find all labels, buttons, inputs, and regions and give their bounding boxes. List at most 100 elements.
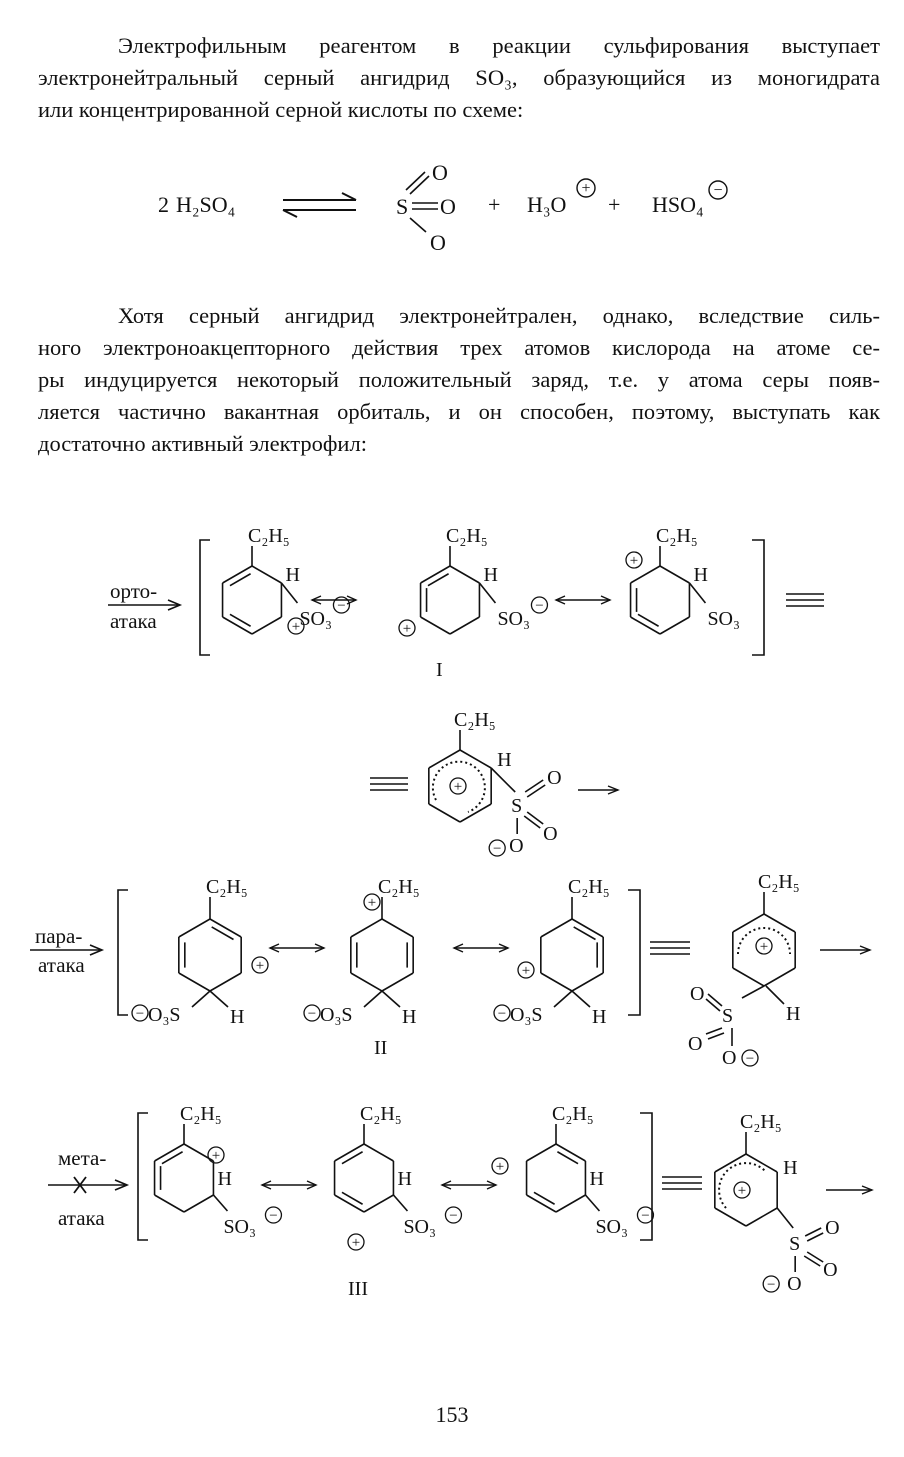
sulfonate-group: SO₃	[595, 1216, 628, 1238]
sulfuric-acid-equation: 2 H₂SO₄ S O O O + H₃O + + HSO₄ −	[158, 160, 728, 255]
ring-bond	[334, 1143, 365, 1162]
ethyl-group: C₂H₅	[740, 1111, 782, 1133]
hydrogen-atom: H	[217, 1168, 231, 1190]
hydrogen-atom: H	[786, 1003, 800, 1025]
ethyl-group: C₂H₅	[378, 876, 420, 898]
c-s-bond	[490, 767, 516, 793]
arrow-head-icon	[260, 1180, 272, 1190]
plus-charge: +	[403, 621, 411, 637]
meta-attack-label: мета-	[58, 1146, 106, 1170]
minus-charge: −	[641, 1208, 649, 1224]
negative-charge-icon	[493, 1004, 511, 1022]
ring-bond	[732, 967, 765, 987]
ring-bond	[363, 1194, 394, 1213]
c-h-bond	[571, 990, 591, 1008]
ring-bond	[420, 565, 451, 584]
ethyl-group: C₂H₅	[454, 709, 496, 731]
cross-mark-icon	[73, 1176, 87, 1194]
ring-bond	[154, 1143, 185, 1162]
ring-bond	[381, 972, 414, 992]
paragraph-line: ляется частично вакантная орбиталь, и он…	[38, 399, 880, 424]
ethyl-group: C₂H₅	[206, 876, 248, 898]
positive-charge-icon	[449, 777, 467, 795]
hydrogen-atom: H	[497, 749, 511, 771]
c-s-bond	[776, 1207, 794, 1229]
hydrogen-atom: H	[402, 1006, 416, 1028]
c-s-bond	[392, 1194, 409, 1212]
hydrogen-atom: H	[589, 1168, 603, 1190]
c-s-bond	[478, 582, 497, 604]
ring-bond	[428, 803, 461, 823]
minus-charge: −	[493, 841, 501, 857]
double-bond	[557, 1151, 579, 1165]
ring-bond	[526, 1194, 557, 1213]
hydrogen-atom: H	[397, 1168, 411, 1190]
ring-bond	[363, 1143, 394, 1162]
ring-bond	[178, 918, 211, 938]
arrow-head-icon	[89, 944, 105, 956]
roman-numeral-label: III	[348, 1278, 368, 1300]
s-o-double-bond	[524, 779, 544, 793]
sulfonate-group: O₃S	[320, 1004, 353, 1026]
hydrogen-atom: H	[693, 564, 707, 586]
c-s-bond	[280, 582, 299, 604]
ring-bond	[659, 565, 690, 584]
page-number: 153	[435, 1402, 469, 1427]
double-bond	[161, 1151, 183, 1165]
double-bond	[341, 1151, 363, 1165]
plus-charge: +	[352, 1235, 360, 1251]
s-o-double-bond	[705, 998, 721, 1012]
ring-bond	[630, 616, 661, 635]
sulfur-atom: S	[511, 795, 522, 817]
paragraph-electrophile: Хотя серный ангидрид электронейтрален, о…	[38, 300, 880, 460]
s-o-double-bond	[707, 1032, 725, 1040]
minus-charge: −	[337, 598, 345, 614]
ring-bond	[659, 616, 690, 635]
ring-bond	[183, 1194, 214, 1213]
double-bond	[229, 613, 251, 627]
positive-charge-icon	[363, 893, 381, 911]
ring-bond	[209, 918, 242, 938]
ring-bond	[251, 565, 282, 584]
minus-charge: −	[269, 1208, 277, 1224]
ring-bond	[459, 803, 492, 823]
plus-charge: +	[454, 779, 462, 795]
s-o-double-bond	[806, 1232, 824, 1242]
arrow-head-icon	[268, 943, 280, 953]
ring-bond	[571, 972, 604, 992]
sulfonate-group: SO₃	[223, 1216, 256, 1238]
ethyl-group: C₂H₅	[568, 876, 610, 898]
ring-bond	[555, 1194, 586, 1213]
ring-bond	[630, 565, 661, 584]
ring-bond	[222, 616, 253, 635]
oxygen-atom: O	[823, 1259, 837, 1281]
positive-charge-icon	[207, 1146, 225, 1164]
arrow-head-icon	[607, 785, 620, 795]
arrow-head-icon	[861, 1185, 874, 1195]
positive-charge-icon	[755, 937, 773, 955]
arrow-head-icon	[554, 595, 566, 605]
plus-charge: +	[581, 180, 590, 197]
arrow-head-icon	[346, 595, 358, 605]
double-bond	[573, 926, 596, 941]
resonance-brackets	[117, 539, 765, 1241]
ethyl-group: C₂H₅	[180, 1103, 222, 1125]
c-s-bond	[553, 990, 573, 1008]
reactant-h2so4: H₂SO₄	[176, 192, 235, 217]
negative-charge-icon	[741, 1049, 759, 1067]
arrow-head-icon	[306, 1180, 318, 1190]
sulfur-atom: S	[722, 1005, 733, 1027]
oxygen-bottom: O	[430, 230, 446, 255]
ring-bond	[381, 918, 414, 938]
ring-bond	[745, 1207, 778, 1227]
minus-charge: −	[136, 1006, 144, 1022]
ring-bond	[350, 918, 383, 938]
positive-charge-icon	[398, 619, 416, 637]
para-attack-label-bottom: атака	[38, 953, 85, 977]
s-o-double-bond	[804, 1227, 822, 1237]
negative-charge-icon	[131, 1004, 149, 1022]
c-s-bond	[741, 985, 765, 999]
positive-charge-icon	[517, 961, 535, 979]
meta-attack-label-bottom: атака	[58, 1206, 105, 1230]
arrow-head-icon	[314, 943, 326, 953]
